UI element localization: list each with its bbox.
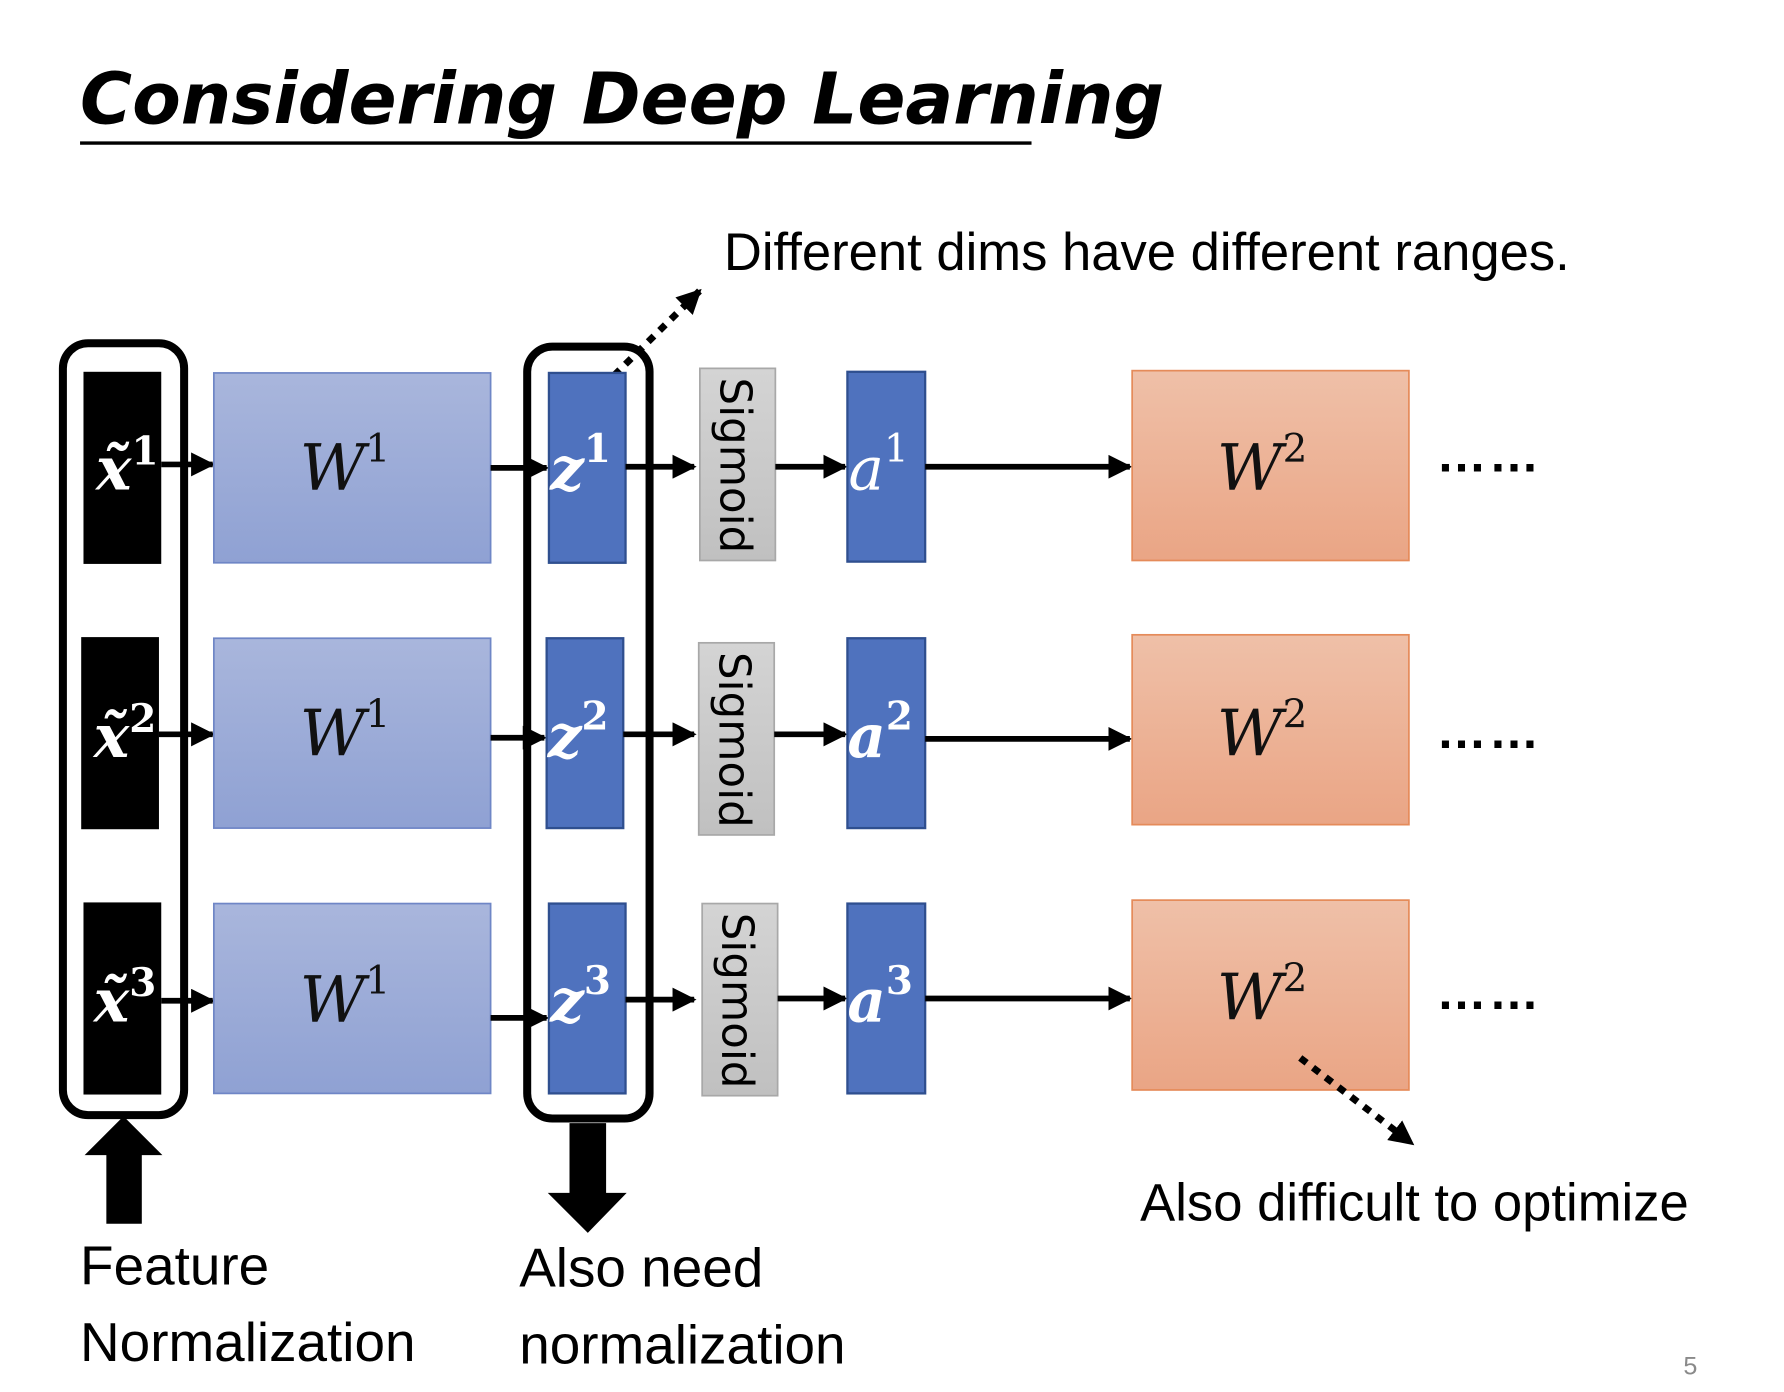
activation-box-a3: [846, 902, 927, 1095]
page-number: 5: [1683, 1353, 1697, 1381]
input-normalization-frame: [58, 339, 189, 1120]
slide-title: Considering Deep Learning: [80, 58, 1164, 141]
sigmoid-label-row1: Sigmoid: [709, 378, 759, 554]
weight-label-w2-row2: W2: [1217, 692, 1308, 770]
dotted-arrow-to-ranges-note: [600, 288, 703, 390]
caption-feature: Feature: [80, 1234, 269, 1296]
activation-label-a2: a2: [847, 694, 913, 772]
input-label-x2: x̃2: [92, 696, 157, 772]
caption-normalization-2: normalization: [519, 1313, 845, 1375]
z-box-z3: [547, 902, 627, 1095]
weight-box-w2-row2: [1131, 633, 1410, 826]
activation-label-a1: a1: [849, 427, 909, 504]
caption-normalization: Normalization: [80, 1311, 415, 1373]
annotation-difficult-to-optimize: Also difficult to optimize: [1140, 1173, 1689, 1232]
continuation-dots-row2: ……: [1436, 702, 1541, 759]
annotation-different-ranges: Different dims have different ranges.: [724, 223, 1570, 282]
sigmoid-box-row2: [697, 641, 776, 836]
weight-label-w2-row3: W2: [1217, 957, 1308, 1035]
weight-label-w2-row1: W2: [1217, 427, 1308, 505]
weight-box-w1-row1: [212, 372, 492, 564]
weight-box-w2-row1: [1131, 369, 1410, 562]
input-box-x1: [83, 371, 162, 564]
weight-box-w1-row3: [212, 902, 492, 1095]
activation-box-a1: [846, 370, 927, 563]
sigmoid-box-row3: [701, 902, 779, 1097]
weight-box-w1-row2: [212, 637, 492, 829]
row-3: x̃3 W1 z3 Sigmoid a3 W2 ……: [83, 899, 1541, 1097]
continuation-dots-row1: ……: [1436, 425, 1541, 482]
weight-box-w2-row3: [1131, 899, 1410, 1091]
z-label-z2: z2: [547, 694, 609, 772]
thick-up-arrow-icon: [84, 1116, 163, 1224]
z-box-z2: [545, 637, 625, 830]
z-label-z1: z1: [549, 426, 611, 504]
row-1: x̃1 W1 z1 Sigmoid a1 W2 ……: [83, 367, 1541, 564]
continuation-dots-row3: ……: [1436, 963, 1541, 1020]
thick-down-arrow-icon: [547, 1123, 627, 1233]
weight-label-w1-row3: W1: [300, 959, 391, 1037]
input-box-x3: [83, 902, 162, 1095]
sigmoid-label-row3: Sigmoid: [712, 913, 762, 1089]
input-label-x3: x̃3: [92, 960, 157, 1036]
weight-label-w1-row1: W1: [300, 427, 391, 505]
row-2: x̃2 W1 z2 Sigmoid a2 W2 ……: [81, 633, 1541, 836]
activation-box-a2: [846, 637, 927, 830]
input-label-x1: x̃1: [94, 428, 159, 504]
caption-also-need: Also need: [519, 1237, 763, 1299]
input-box-x2: [81, 637, 159, 830]
sigmoid-label-row2: Sigmoid: [708, 652, 758, 828]
z-box-z1: [547, 371, 627, 564]
weight-label-w1-row2: W1: [300, 692, 391, 770]
z-label-z3: z3: [549, 958, 611, 1036]
dotted-arrow-to-optimize-note: [1298, 1055, 1415, 1147]
activation-label-a3: a3: [847, 958, 913, 1036]
